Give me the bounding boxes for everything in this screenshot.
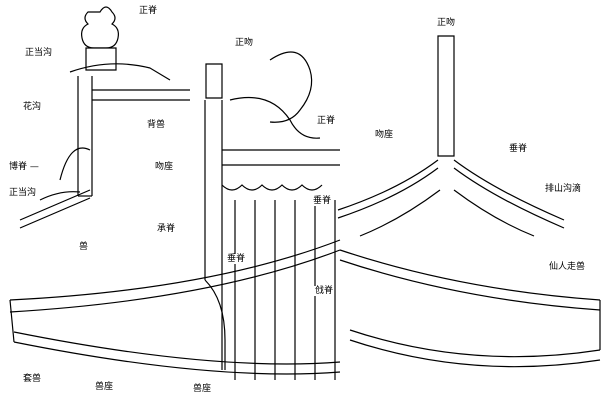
label-zhengwen-right: 正吻 [436,18,457,28]
left-eave [9,239,341,375]
middle-ridge-section [204,51,340,380]
label-zhengdanggou-left: 正当沟 [8,188,38,198]
label-huadang: 花沟 [22,102,43,112]
label-shouzuo-bottom: 兽座 [94,382,115,392]
label-taoshou: 套兽 [22,374,43,384]
label-zhengdanggou-top: 正当沟 [24,48,54,58]
right-gable [337,35,565,237]
label-weishou: 兽 [78,242,90,252]
label-zhengji-top: 正脊 [138,6,159,16]
label-jiaoji: 戗脊 [314,286,335,296]
label-pashan: 排山沟滴 [544,184,583,194]
label-zhengji-mid: 正脊 [316,116,337,126]
label-xianren: 仙人走兽 [548,262,587,272]
label-chuiji-mid: 垂脊 [312,196,333,206]
label-beishou: 背兽 [146,120,167,130]
label-chengji: 承脊 [156,224,177,234]
label-wenzuo-mid: 吻座 [154,162,175,172]
label-wenzuo-right: 吻座 [374,130,395,140]
label-bosji: 博脊 — [8,162,40,172]
left-ridge-section [19,6,190,229]
label-chuiji-vert: 垂脊 [226,254,247,264]
right-eave [339,249,601,368]
label-zhengwen-mid: 正吻 [234,38,255,48]
label-chuiji-right: 垂脊 [508,144,529,154]
label-shouzuo-mid: 兽座 [192,384,213,394]
